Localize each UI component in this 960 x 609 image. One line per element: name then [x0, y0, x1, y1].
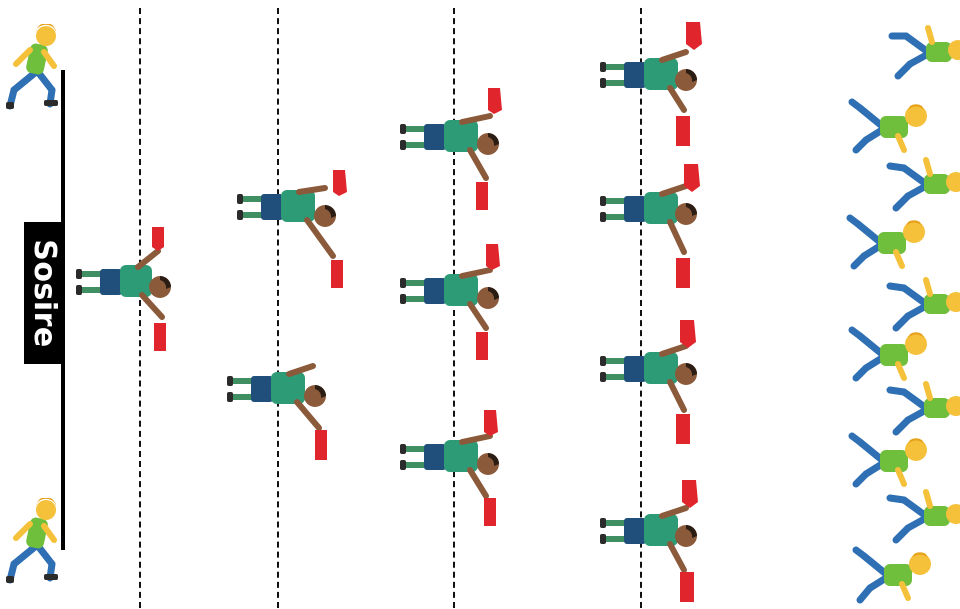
running-child-icon	[6, 498, 62, 584]
crawling-player-icon	[598, 162, 713, 292]
crawling-player-icon	[74, 225, 184, 365]
fallen-runner-icon	[848, 98, 928, 154]
sosire-label: Sosire	[24, 222, 64, 364]
crawling-player-icon	[598, 318, 713, 448]
crawling-player-icon	[598, 20, 713, 150]
fallen-runner-icon	[886, 380, 960, 436]
fallen-runner-icon	[886, 276, 960, 332]
crawling-player-icon	[398, 242, 518, 367]
crawling-player-icon	[225, 360, 345, 470]
crawling-player-icon	[235, 168, 355, 293]
sosire-label-text: Sosire	[27, 239, 62, 348]
fallen-runner-icon	[848, 326, 928, 382]
fallen-runner-icon	[886, 156, 960, 212]
fallen-runner-icon	[848, 432, 928, 488]
running-child-icon	[6, 24, 62, 110]
lane-divider	[277, 8, 279, 608]
crawling-player-icon	[398, 408, 518, 533]
fallen-runner-icon	[852, 546, 932, 606]
fallen-runner-icon	[846, 214, 926, 270]
crawling-player-icon	[398, 86, 518, 216]
crawling-player-icon	[598, 478, 713, 608]
fallen-runner-icon	[888, 24, 960, 80]
fallen-runner-icon	[886, 488, 960, 544]
